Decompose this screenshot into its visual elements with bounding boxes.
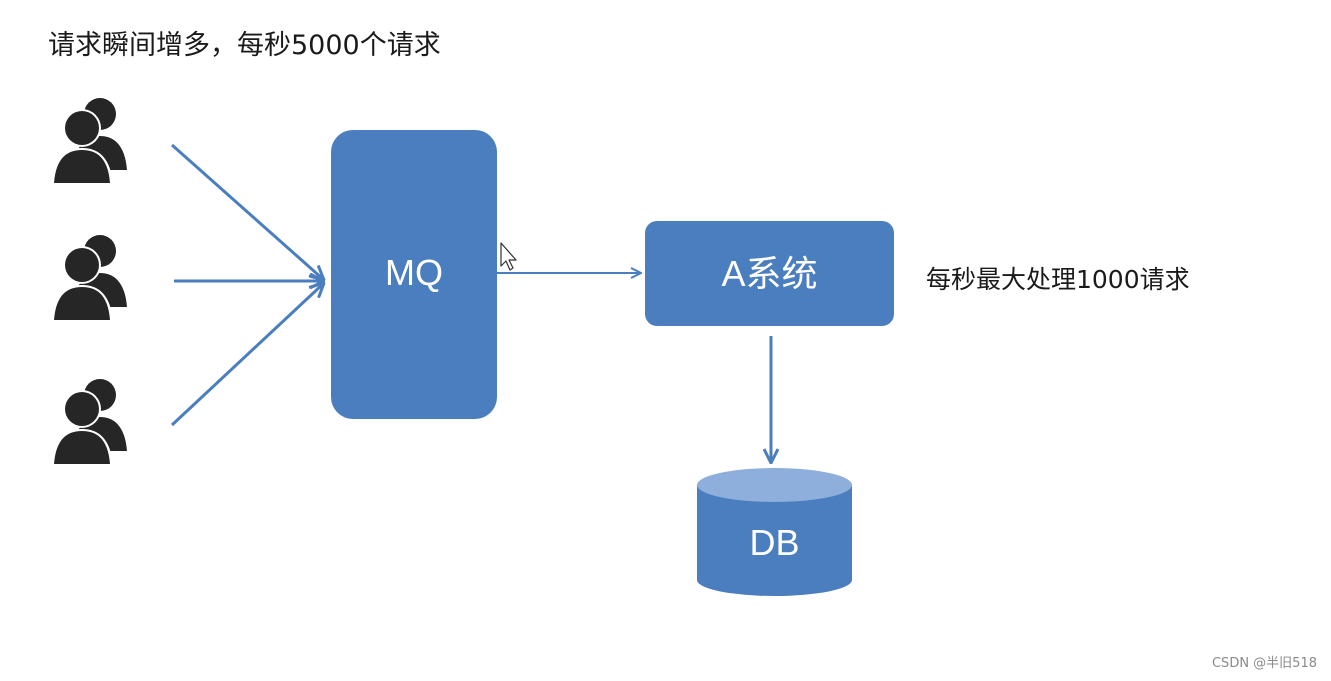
db-cylinder bbox=[697, 468, 852, 596]
user-group-icon-3 bbox=[51, 379, 127, 467]
arrow-user3-to-mq bbox=[170, 283, 324, 427]
capacity-note: 每秒最大处理1000请求 bbox=[926, 265, 1190, 294]
user-group-icon-1 bbox=[51, 98, 127, 186]
mouse-cursor-icon bbox=[500, 242, 517, 271]
diagram-title: 请求瞬间增多，每秒5000个请求 bbox=[48, 30, 441, 61]
watermark: CSDN @半旧518 bbox=[1211, 656, 1317, 671]
arrow-user1-to-mq bbox=[171, 143, 324, 280]
users-icon bbox=[51, 98, 127, 467]
db-label: DB bbox=[749, 522, 800, 563]
a-system-label: A系统 bbox=[721, 252, 818, 294]
mq-node: MQ bbox=[331, 130, 497, 419]
a-system-node: A系统 bbox=[645, 221, 894, 326]
user-group-icon-2 bbox=[51, 235, 127, 323]
mq-label: MQ bbox=[385, 251, 443, 293]
